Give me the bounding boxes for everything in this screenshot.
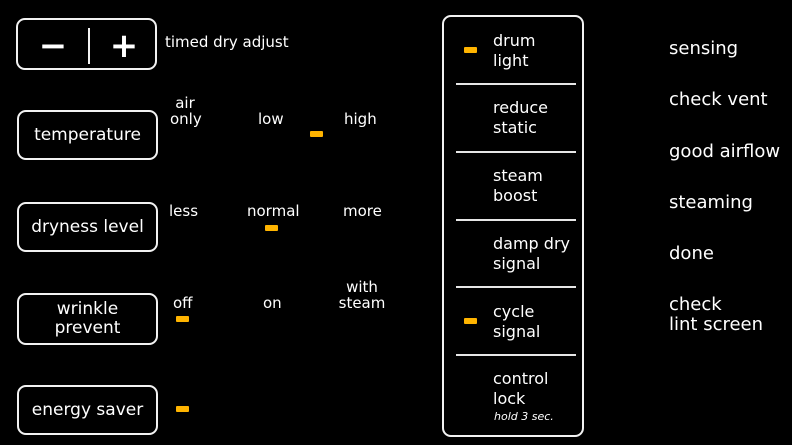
plus-button[interactable]: +: [109, 25, 139, 66]
reduce-static-button[interactable]: reduce static: [493, 98, 548, 138]
wrinkle-label-line2: prevent: [54, 318, 121, 338]
wrinkle-indicator-led: [176, 316, 189, 322]
panel-divider: [456, 219, 576, 221]
status-good-airflow: good airflow: [669, 141, 781, 162]
drum-light-button[interactable]: drum light: [493, 31, 535, 71]
cycle-signal-label-2: signal: [493, 322, 541, 341]
timed-dry-adjust-control: − +: [16, 18, 157, 70]
status-check-lint-screen: check lint screen: [669, 295, 763, 335]
wrinkle-option-on: on: [263, 294, 282, 312]
status-sensing: sensing: [669, 38, 739, 59]
wrinkle-label-line1: wrinkle: [56, 299, 119, 319]
dryness-level-button-label: dryness level: [31, 216, 144, 237]
temp-option-high: high: [344, 110, 377, 128]
dryness-option-less: less: [169, 202, 199, 220]
damp-dry-label-2: signal: [493, 254, 541, 273]
temperature-button-label: temperature: [34, 124, 141, 145]
status-check-lint-1: check: [669, 294, 722, 315]
reduce-static-label-2: static: [493, 118, 537, 137]
steam-boost-label-1: steam: [493, 166, 543, 185]
dryness-option-normal: normal: [247, 202, 300, 220]
cycle-signal-label-1: cycle: [493, 302, 535, 321]
steam-boost-label-2: boost: [493, 186, 538, 205]
temp-option-air-only: air only: [170, 94, 202, 128]
panel-divider: [456, 286, 576, 288]
minus-button[interactable]: −: [38, 25, 68, 66]
status-check-vent: check vent: [669, 89, 768, 110]
control-lock-button[interactable]: control lock: [493, 369, 548, 409]
dryness-level-button[interactable]: dryness level: [17, 202, 158, 252]
temperature-indicator-led: [310, 131, 323, 137]
damp-dry-signal-button[interactable]: damp dry signal: [493, 234, 570, 274]
wrinkle-prevent-button-label: wrinkle prevent: [55, 300, 121, 338]
energy-saver-indicator-led: [176, 406, 189, 412]
control-lock-hold-hint: hold 3 sec.: [494, 410, 554, 423]
cycle-signal-indicator-led: [464, 318, 477, 324]
dryness-indicator-led: [265, 225, 278, 231]
panel-divider: [456, 354, 576, 356]
temp-option-only: only: [170, 110, 202, 128]
temp-option-air: air: [175, 94, 195, 112]
drum-light-label-1: drum: [493, 31, 536, 50]
energy-saver-button-label: energy saver: [31, 399, 144, 420]
steam-boost-button[interactable]: steam boost: [493, 166, 543, 206]
panel-divider: [456, 83, 576, 85]
temp-option-low: low: [258, 110, 284, 128]
damp-dry-label-1: damp dry: [493, 234, 570, 253]
status-steaming: steaming: [669, 192, 753, 213]
temperature-button[interactable]: temperature: [17, 110, 158, 160]
drum-light-label-2: light: [493, 51, 529, 70]
reduce-static-label-1: reduce: [493, 98, 549, 117]
options-panel: [442, 15, 584, 437]
adjust-divider: [88, 28, 90, 64]
drum-light-indicator-led: [464, 47, 477, 53]
wrinkle-option-off: off: [173, 294, 193, 312]
wrinkle-option-with: with: [346, 278, 378, 296]
status-done: done: [669, 243, 714, 264]
timed-dry-adjust-label: timed dry adjust: [165, 33, 289, 51]
control-lock-label-2: lock: [493, 389, 526, 408]
panel-divider: [456, 151, 576, 153]
status-check-lint-2: lint screen: [669, 314, 764, 335]
wrinkle-prevent-button[interactable]: wrinkle prevent: [17, 293, 158, 345]
energy-saver-button[interactable]: energy saver: [17, 385, 158, 435]
wrinkle-option-steam: steam: [338, 294, 386, 312]
control-lock-label-1: control: [493, 369, 549, 388]
cycle-signal-button[interactable]: cycle signal: [493, 302, 540, 342]
wrinkle-option-with-steam: with steam: [338, 279, 386, 311]
dryness-option-more: more: [343, 202, 382, 220]
